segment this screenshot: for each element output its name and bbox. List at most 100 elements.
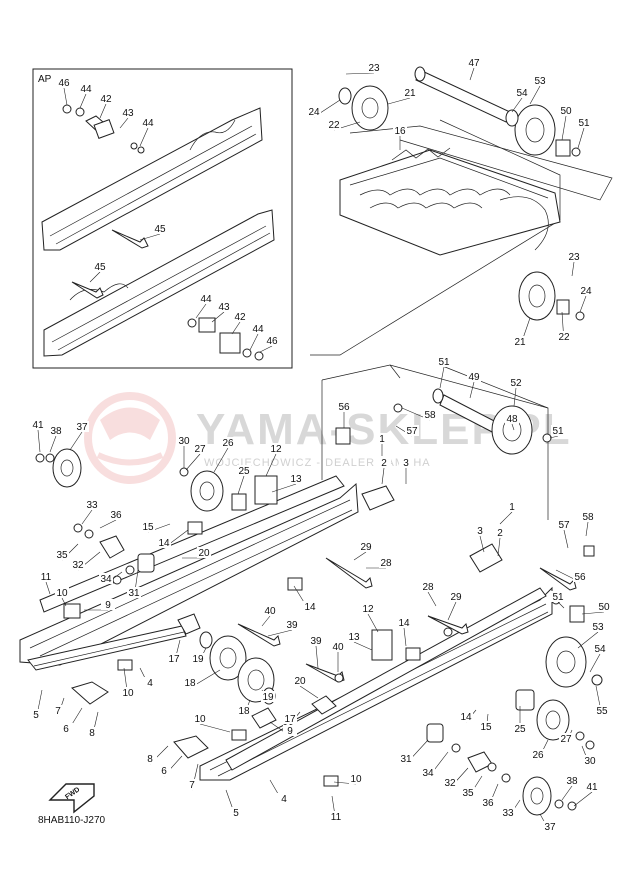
callout-leader	[387, 97, 411, 105]
callout-background	[505, 413, 519, 424]
callout-background	[193, 443, 207, 454]
callout-number: 45	[94, 262, 106, 273]
callout-background	[221, 437, 235, 448]
callout-background	[121, 687, 135, 698]
callout-background	[449, 591, 463, 602]
callout-number: 36	[482, 798, 494, 809]
callout-background	[513, 723, 527, 734]
callout-background	[307, 106, 321, 117]
callout-background	[567, 251, 581, 262]
callout-number: 10	[56, 588, 68, 599]
callout-number: 43	[122, 108, 134, 119]
left-rail	[19, 475, 359, 671]
callout-background	[193, 713, 207, 724]
callout-leader	[81, 509, 93, 525]
callout-number: 8	[147, 754, 153, 765]
callout-background	[29, 709, 43, 720]
callout-number: 57	[406, 426, 418, 437]
callout-number: 18	[184, 678, 196, 689]
callout-number: 38	[566, 776, 578, 787]
callout-background	[121, 107, 135, 118]
callout-number: 33	[86, 500, 98, 511]
callout-number: 32	[72, 560, 84, 571]
callout-number: 6	[63, 724, 69, 735]
callout-background	[359, 541, 373, 552]
callout-number: 14	[158, 538, 170, 549]
callout-background	[585, 781, 599, 792]
callout-number: 58	[582, 512, 594, 523]
callout-background	[141, 117, 155, 128]
callout-leader	[139, 233, 161, 241]
callout-number: 43	[218, 302, 230, 313]
callout-background	[57, 77, 71, 88]
callout-background	[367, 62, 381, 73]
callout-background	[191, 653, 205, 664]
callout-number: 40	[332, 642, 344, 653]
callout-background	[251, 323, 265, 334]
callout-leader	[45, 581, 51, 595]
callout-leader	[447, 601, 457, 621]
callout-number: 51	[438, 357, 450, 368]
callout-background	[379, 557, 393, 568]
callout-number: 18	[238, 706, 250, 717]
callout-number: 19	[192, 654, 204, 665]
callout-background	[127, 587, 141, 598]
callout-background	[393, 125, 407, 136]
callout-background	[375, 433, 389, 444]
callout-background	[591, 621, 605, 632]
callout-background	[265, 335, 279, 346]
callout-background	[283, 713, 297, 724]
callout-background	[565, 775, 579, 786]
callout-background	[361, 603, 375, 614]
callout-number: 23	[368, 63, 380, 74]
callout-leader	[469, 67, 475, 81]
callout-background	[263, 605, 277, 616]
callout-number: 12	[270, 444, 282, 455]
callout-background	[217, 301, 231, 312]
callout-number: 41	[32, 420, 44, 431]
callout-leader	[479, 535, 485, 553]
callout-background	[347, 631, 361, 642]
callout-number: 32	[444, 778, 456, 789]
callout-background	[543, 821, 557, 832]
callout-number: 26	[532, 750, 544, 761]
callout-number: 26	[222, 438, 234, 449]
tunnel-part	[339, 147, 561, 256]
callout-background	[421, 581, 435, 592]
callout-number: 21	[514, 337, 526, 348]
callout-background	[509, 377, 523, 388]
callout-leader	[499, 511, 513, 525]
callout-number: 29	[360, 542, 372, 553]
callout-background	[141, 521, 155, 532]
callout-background	[71, 559, 85, 570]
callout-number: 22	[328, 120, 340, 131]
callout-number: 3	[403, 458, 409, 469]
callout-number: 14	[398, 618, 410, 629]
callout-background	[397, 617, 411, 628]
callout-background	[405, 425, 419, 436]
callout-leader	[79, 93, 87, 109]
fwd-arrow-icon: FWD	[48, 783, 95, 814]
callout-leader	[195, 303, 207, 319]
callout-number: 58	[424, 410, 436, 421]
callout-number: 45	[154, 224, 166, 235]
callout-leader	[549, 435, 559, 439]
callout-number: 15	[142, 522, 154, 533]
callout-background	[593, 643, 607, 654]
callout-background	[467, 57, 481, 68]
callout-number: 24	[308, 107, 320, 118]
callout-number: 28	[380, 558, 392, 569]
callout-background	[327, 119, 341, 130]
callout-leader	[557, 601, 565, 609]
callout-number: 56	[338, 402, 350, 413]
callout-background	[501, 807, 515, 818]
callout-number: 1	[379, 434, 385, 445]
callout-number: 44	[252, 324, 264, 335]
callout-background	[55, 549, 69, 560]
callout-background	[101, 599, 115, 610]
callout-background	[467, 371, 481, 382]
callout-background	[533, 75, 547, 86]
callout-background	[143, 753, 157, 764]
callout-background	[597, 601, 611, 612]
middle-shaft	[335, 388, 552, 455]
